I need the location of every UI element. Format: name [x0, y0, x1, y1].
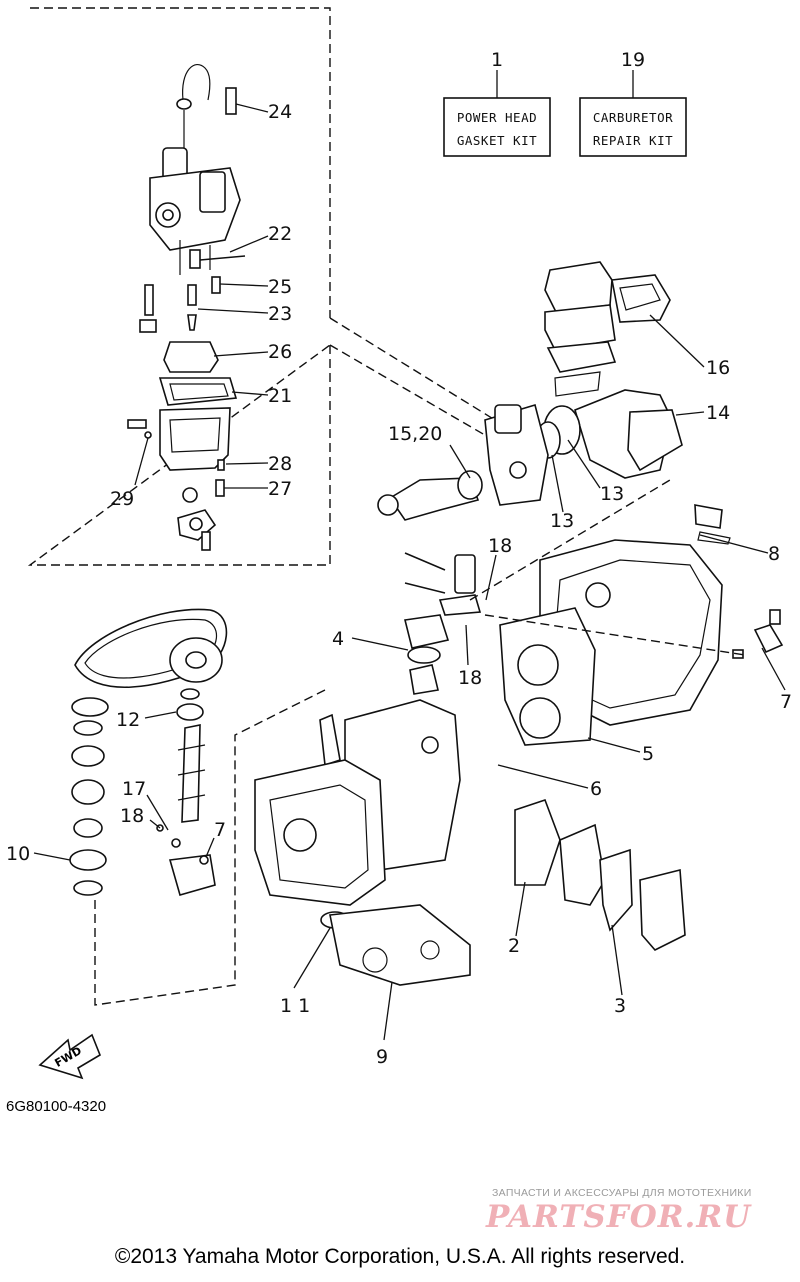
- callout-27: 27: [268, 478, 292, 500]
- fwd-direction-arrow: FWD: [38, 1033, 101, 1080]
- crankshaft-stack-illustration: [69, 688, 216, 896]
- cylinder-link-lines: [469, 479, 746, 656]
- svg-text:GASKET KIT: GASKET KIT: [457, 133, 537, 148]
- svg-text:REPAIR KIT: REPAIR KIT: [593, 133, 673, 148]
- callout-13a: 13: [600, 483, 624, 505]
- callout-2: 2: [508, 935, 520, 957]
- callout-23: 23: [268, 303, 292, 325]
- kit-box-power-head-gasket: POWER HEAD GASKET KIT: [443, 70, 551, 157]
- callout-12: 12: [116, 709, 140, 731]
- callout-16: 16: [706, 357, 730, 379]
- cylinder-head-illustration: [404, 504, 784, 746]
- svg-text:CARBURETOR: CARBURETOR: [593, 110, 673, 125]
- callout-24: 24: [268, 101, 292, 123]
- callout-7a: 7: [780, 691, 792, 713]
- callout-17: 17: [122, 778, 146, 800]
- callout-18c: 18: [120, 805, 144, 827]
- callout-15-20: 15,20: [388, 423, 442, 445]
- diagram-code: 6G80100-4320: [6, 1098, 107, 1115]
- callout-9: 9: [376, 1046, 388, 1068]
- callout-10: 10: [6, 843, 30, 865]
- callout-22: 22: [268, 223, 292, 245]
- callout-7b: 7: [214, 819, 226, 841]
- callout-28: 28: [268, 453, 292, 475]
- carburetor-assembly-illustration: [127, 63, 246, 551]
- callout-14: 14: [706, 402, 730, 424]
- callout-29: 29: [110, 488, 134, 510]
- kit-box-carburetor-repair: CARBURETOR REPAIR KIT: [579, 70, 687, 157]
- callout-leaders: [33, 103, 786, 1041]
- copyright-notice: ©2013 Yamaha Motor Corporation, U.S.A. A…: [114, 1245, 686, 1268]
- callout-8: 8: [768, 543, 780, 565]
- svg-text:POWER HEAD: POWER HEAD: [457, 110, 537, 125]
- callout-18a: 18: [488, 535, 512, 557]
- callout-11: 1 1: [280, 995, 310, 1017]
- callout-26: 26: [268, 341, 292, 363]
- timing-belt-illustration: [74, 608, 228, 689]
- crankcase-link-lines: [94, 689, 326, 1006]
- callout-1: 1: [491, 49, 503, 71]
- watermark-logo: PARTSFOR.RU: [486, 1199, 752, 1235]
- callout-19: 19: [621, 49, 645, 71]
- carburetor-link-lines: [329, 317, 496, 439]
- callout-18b: 18: [458, 667, 482, 689]
- callout-3: 3: [614, 995, 626, 1017]
- crankcase-block-illustration: [254, 699, 686, 986]
- watermark-caption: ЗАПЧАСТИ И АКСЕССУАРЫ ДЛЯ МОТОТЕХНИКИ: [492, 1187, 752, 1199]
- intake-reed-valve-illustration: [377, 261, 683, 521]
- callout-numbers: 1 19 24 22 25 23 26 21 28 27 29 16 14 15…: [6, 49, 792, 1068]
- callout-5: 5: [642, 743, 654, 765]
- callout-6: 6: [590, 778, 602, 800]
- callout-4: 4: [332, 628, 344, 650]
- callout-21: 21: [268, 385, 292, 407]
- callout-25: 25: [268, 276, 292, 298]
- callout-13b: 13: [550, 510, 574, 532]
